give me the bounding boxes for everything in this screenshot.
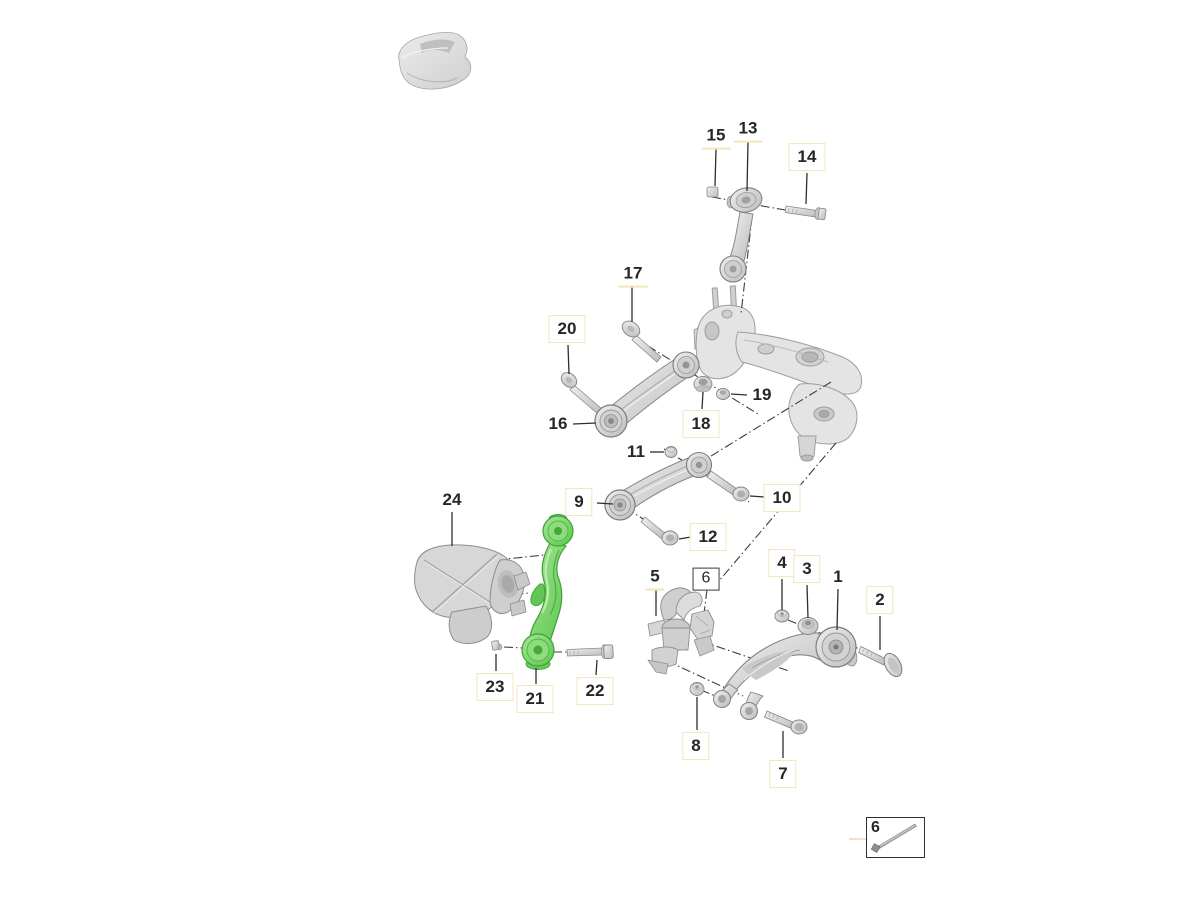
bolt-12[interactable] xyxy=(640,516,679,546)
part-link-9[interactable] xyxy=(604,451,713,521)
callout-20[interactable]: 20 xyxy=(548,315,586,343)
nut-4[interactable] xyxy=(774,609,790,623)
bolt-23[interactable] xyxy=(491,640,503,651)
callout-1[interactable]: 1 xyxy=(828,566,848,588)
callout-3[interactable]: 3 xyxy=(793,555,821,583)
callout-22[interactable]: 22 xyxy=(576,677,614,705)
callout-12[interactable]: 12 xyxy=(689,523,727,551)
callout-5[interactable]: 5 xyxy=(645,565,665,591)
bolt-7[interactable] xyxy=(763,710,808,735)
bolt-22[interactable] xyxy=(566,644,614,660)
callout-17[interactable]: 17 xyxy=(618,262,648,288)
callout-7[interactable]: 7 xyxy=(769,760,797,788)
legend-box: 6 xyxy=(866,817,925,858)
legend-tick xyxy=(849,838,866,840)
part-bracket-5[interactable] xyxy=(647,587,715,675)
callout-9[interactable]: 9 xyxy=(565,488,593,516)
car-silhouette xyxy=(398,31,472,90)
washer-18[interactable] xyxy=(693,376,713,393)
callout-14[interactable]: 14 xyxy=(788,143,826,171)
bolt-10[interactable] xyxy=(706,470,750,502)
bolt-20[interactable] xyxy=(558,370,603,415)
callout-18[interactable]: 18 xyxy=(682,410,720,438)
callout-4[interactable]: 4 xyxy=(768,549,796,577)
nut-15[interactable] xyxy=(706,186,719,198)
callout-11[interactable]: 11 xyxy=(622,441,650,463)
callout-10[interactable]: 10 xyxy=(763,484,801,512)
callout-19[interactable]: 19 xyxy=(747,384,777,406)
callout-24[interactable]: 24 xyxy=(437,489,467,511)
leader-lines xyxy=(451,141,881,758)
part-link-16[interactable] xyxy=(594,351,700,438)
part-link-13[interactable] xyxy=(719,185,764,283)
bolt-2[interactable] xyxy=(857,645,906,680)
bolt-glyph-icon xyxy=(870,823,917,854)
callout-16[interactable]: 16 xyxy=(543,413,573,435)
callout-15[interactable]: 15 xyxy=(701,124,731,150)
legend-ref: 6 xyxy=(871,819,880,836)
callout-8[interactable]: 8 xyxy=(682,732,710,760)
callout-6[interactable]: 6 xyxy=(692,567,720,591)
callout-2[interactable]: 2 xyxy=(866,586,894,614)
part-trailing-arm-1[interactable] xyxy=(713,626,860,720)
washer-3[interactable] xyxy=(797,617,819,635)
callout-23[interactable]: 23 xyxy=(476,673,514,701)
nut-11[interactable] xyxy=(664,446,678,458)
nut-8[interactable] xyxy=(689,682,705,696)
nut-19[interactable] xyxy=(716,388,730,400)
part-bracket-24[interactable] xyxy=(414,544,531,644)
part-subframe[interactable] xyxy=(693,285,863,462)
part-arm-21-highlighted[interactable] xyxy=(521,514,574,670)
callout-13[interactable]: 13 xyxy=(733,117,763,143)
bolt-17[interactable] xyxy=(619,318,662,363)
bolt-14[interactable] xyxy=(784,205,827,221)
callout-21[interactable]: 21 xyxy=(516,685,554,713)
